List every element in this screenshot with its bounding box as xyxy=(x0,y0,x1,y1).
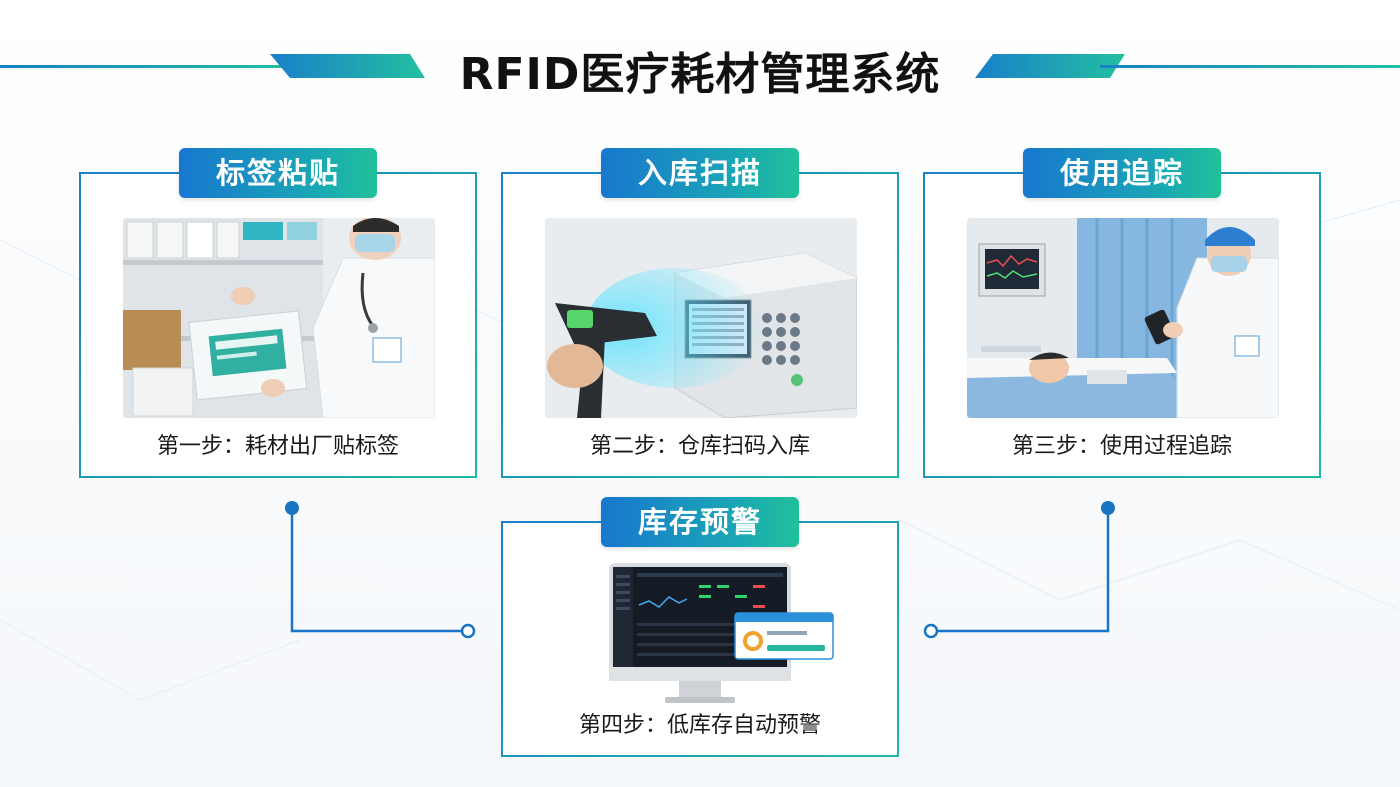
step-caption: 第二步：仓库扫码入库 xyxy=(589,434,810,459)
step-badge: 入库扫描 xyxy=(601,148,799,198)
header-decoration-right xyxy=(975,54,1400,78)
step-badge: 使用追踪 xyxy=(1023,148,1221,198)
step-card-usage-tracking: 使用追踪 第三步：使用过程追踪 xyxy=(923,148,1321,478)
step-caption: 第四步：低库存自动预警 xyxy=(578,713,821,738)
alert-popup xyxy=(734,612,834,660)
step-badge: 库存预警 xyxy=(601,497,799,547)
header-decoration-left xyxy=(0,54,425,78)
photo-barcode-scanner xyxy=(545,218,857,418)
step-card-label-attach: 标签粘贴 第一步：耗材出厂贴标签 xyxy=(79,148,477,478)
step-caption: 第三步：使用过程追踪 xyxy=(1011,434,1232,459)
illustration-monitor-dashboard xyxy=(609,563,834,703)
page-title: RFID医疗耗材管理系统 xyxy=(459,49,941,100)
step-caption: 第一步：耗材出厂贴标签 xyxy=(156,434,399,459)
step-card-inbound-scan: 入库扫描 第二步：仓库扫码入库 xyxy=(501,148,899,478)
step-badge: 标签粘贴 xyxy=(179,148,377,198)
step-card-inventory-alert: 库存预警 第四步：低库 xyxy=(501,497,899,757)
photo-doctor-labeling-box xyxy=(123,218,435,418)
photo-nurse-tracking-patient xyxy=(967,218,1279,418)
